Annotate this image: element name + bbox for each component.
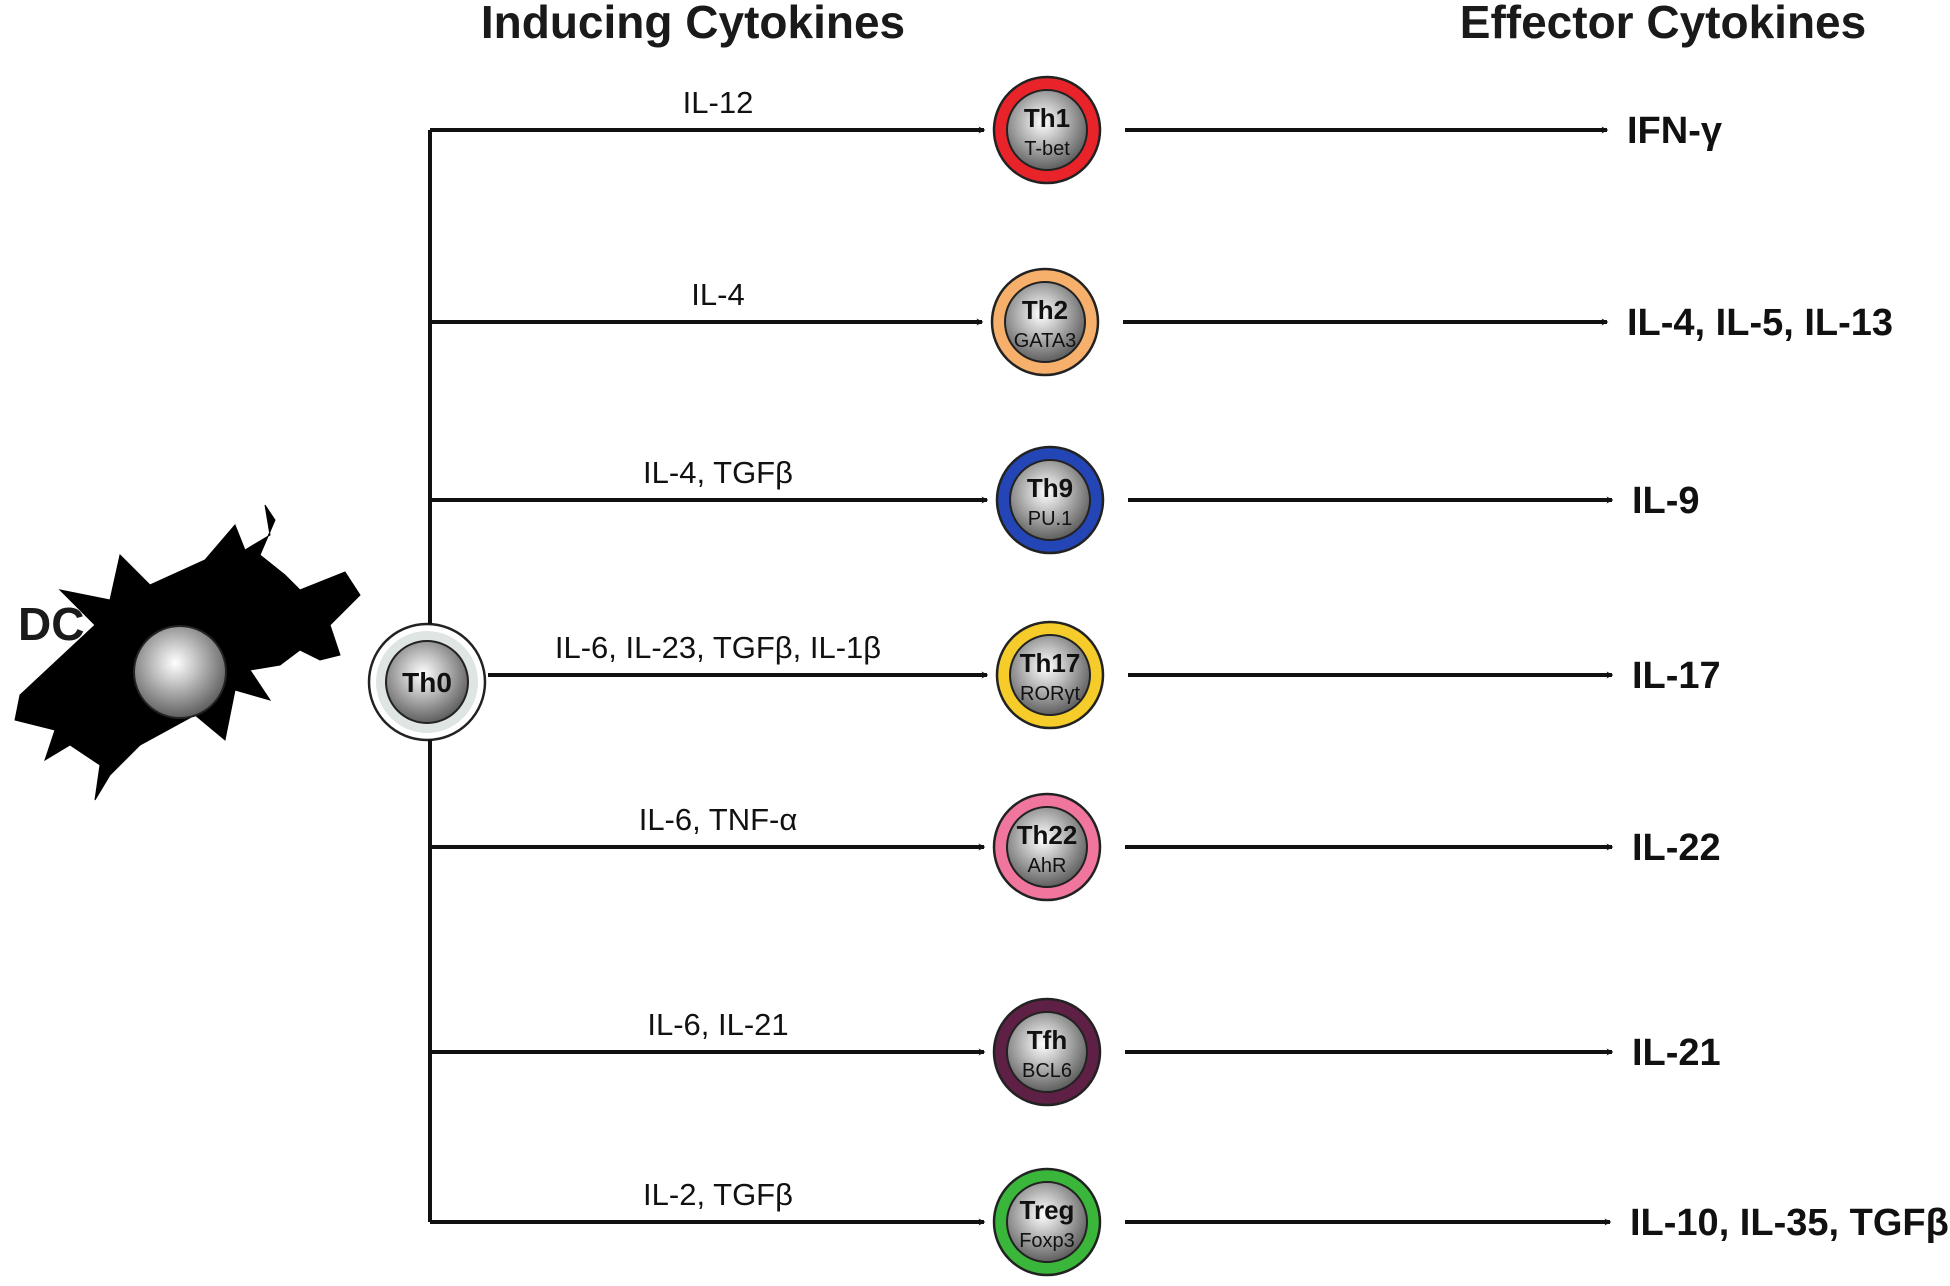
inducing-label-th1: IL-12 [683, 85, 754, 120]
cell-tf-th2: GATA3 [1014, 330, 1077, 352]
cell-tf-th9: PU.1 [1028, 508, 1072, 530]
cell-tf-treg: Foxp3 [1019, 1230, 1075, 1252]
cell-nucleus-th2 [1004, 281, 1086, 363]
dendritic-cell [14, 504, 361, 801]
effector-label-treg: IL-10, IL-35, TGFβ [1630, 1202, 1949, 1244]
cell-name-treg: Treg [1020, 1195, 1075, 1225]
effector-label-tfh: IL-21 [1632, 1032, 1721, 1074]
cell-nucleus-treg [1006, 1181, 1088, 1263]
th0-cell: Th0 [367, 622, 487, 742]
cell-name-tfh: Tfh [1027, 1025, 1067, 1055]
inducing-label-th9: IL-4, TGFβ [643, 455, 793, 490]
inducing-label-treg: IL-2, TGFβ [643, 1177, 793, 1212]
th0-label: Th0 [402, 667, 452, 698]
cell-nucleus-th17 [1009, 634, 1091, 716]
effector-label-th22: IL-22 [1632, 827, 1721, 869]
cell-name-th9: Th9 [1027, 473, 1073, 503]
cell-tf-th17: RORγt [1020, 683, 1080, 705]
inducing-label-th22: IL-6, TNF-α [639, 802, 798, 837]
dc-label: DC [18, 598, 84, 650]
cell-tf-tfh: BCL6 [1022, 1060, 1072, 1082]
inducing-label-th17: IL-6, IL-23, TGFβ, IL-1β [555, 630, 881, 665]
cell-nucleus-th22 [1006, 806, 1088, 888]
cell-name-th1: Th1 [1024, 103, 1070, 133]
cell-nucleus-th1 [1006, 89, 1088, 171]
cell-tf-th22: AhR [1028, 855, 1067, 877]
cell-tf-th1: T-bet [1024, 138, 1070, 160]
inducing-label-tfh: IL-6, IL-21 [647, 1007, 788, 1042]
cell-nucleus-th9 [1009, 459, 1091, 541]
effector-label-th2: IL-4, IL-5, IL-13 [1627, 302, 1893, 344]
dendritic-cell-nucleus [133, 625, 227, 719]
inducing-cytokines-header: Inducing Cytokines [481, 0, 905, 48]
effector-label-th1: IFN-γ [1627, 110, 1722, 152]
effector-label-th9: IL-9 [1632, 480, 1700, 522]
cell-nucleus-tfh [1006, 1011, 1088, 1093]
effector-label-th17: IL-17 [1632, 655, 1721, 697]
effector-cytokines-header: Effector Cytokines [1460, 0, 1866, 48]
cell-name-th22: Th22 [1017, 820, 1078, 850]
inducing-label-th2: IL-4 [691, 277, 744, 312]
th0-nucleus [385, 640, 469, 724]
cell-name-th2: Th2 [1022, 295, 1068, 325]
cell-name-th17: Th17 [1020, 648, 1081, 678]
